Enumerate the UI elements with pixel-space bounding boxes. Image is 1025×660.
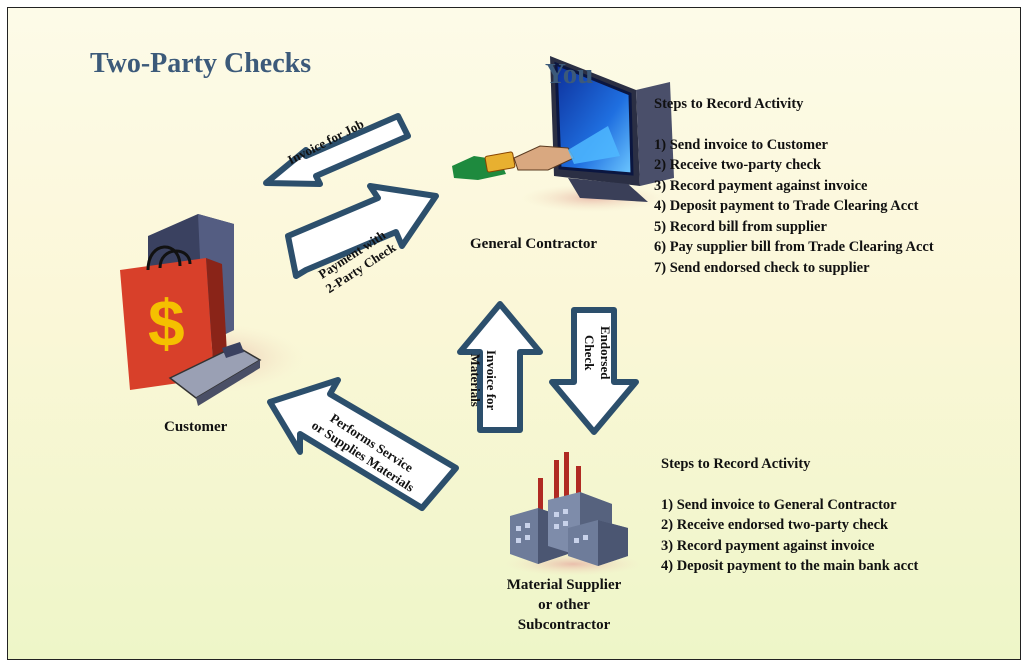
gc-steps-list: 1) Send invoice to Customer 2) Receive t… — [654, 135, 934, 279]
performs-service-arrow — [267, 377, 459, 511]
customer-label: Customer — [164, 419, 228, 435]
computer-icon — [452, 56, 674, 212]
supplier-step: 1) Send invoice to General Contractor — [661, 496, 897, 513]
page-title: Two-Party Checks — [90, 48, 312, 79]
gc-step: 7) Send endorsed check to supplier — [654, 259, 870, 276]
endorsed-check-arrow — [549, 307, 639, 435]
payment-arrow — [285, 183, 439, 279]
general-contractor-label: General Contractor — [470, 236, 598, 252]
invoice-for-materials-line: Invoice for — [484, 350, 499, 411]
invoice-for-materials-line: Materials — [468, 353, 483, 407]
gc-step: 1) Send invoice to Customer — [654, 136, 828, 153]
supplier-label-line: Material Supplier — [506, 577, 622, 593]
supplier-steps-panel: Steps to Record Activity 1) Send invoice… — [661, 454, 918, 577]
gc-step: 3) Record payment against invoice — [654, 177, 868, 194]
supplier-step: 4) Deposit payment to the main bank acct — [661, 558, 919, 574]
diagram-graphics: $ — [120, 56, 674, 576]
gc-steps-panel: Steps to Record Activity 1) Send invoice… — [654, 94, 934, 278]
supplier-step: 3) Record payment against invoice — [661, 537, 875, 554]
factory-icon — [503, 452, 643, 576]
gc-steps-heading: Steps to Record Activity — [654, 96, 804, 112]
customer-clipart: $ — [120, 214, 303, 406]
invoice-for-materials-label: Invoice for Materials — [467, 350, 499, 410]
supplier-step: 2) Receive endorsed two-party check — [661, 517, 889, 533]
slide: $ — [7, 7, 1021, 660]
gc-step: 4) Deposit payment to Trade Clearing Acc… — [654, 198, 919, 214]
endorsed-check-label: Endorsed Check — [581, 326, 613, 379]
supplier-label-line: Subcontractor — [517, 617, 611, 633]
supplier-label-line: or other — [538, 597, 590, 613]
gc-step: 2) Receive two-party check — [654, 157, 822, 173]
endorsed-check-line: Endorsed — [598, 326, 613, 380]
supplier-label: Material Supplier or other Subcontractor — [500, 575, 628, 635]
you-label: You — [545, 58, 594, 90]
invoice-for-job-arrow — [263, 113, 411, 187]
supplier-steps-heading: Steps to Record Activity — [661, 456, 811, 472]
dollar-icon: $ — [148, 286, 185, 360]
invoice-for-materials-arrow — [457, 301, 543, 433]
gc-step: 5) Record bill from supplier — [654, 218, 827, 235]
gc-step: 6) Pay supplier bill from Trade Clearing… — [654, 239, 934, 255]
endorsed-check-line: Check — [582, 335, 597, 371]
supplier-steps-list: 1) Send invoice to General Contractor 2)… — [661, 495, 918, 577]
